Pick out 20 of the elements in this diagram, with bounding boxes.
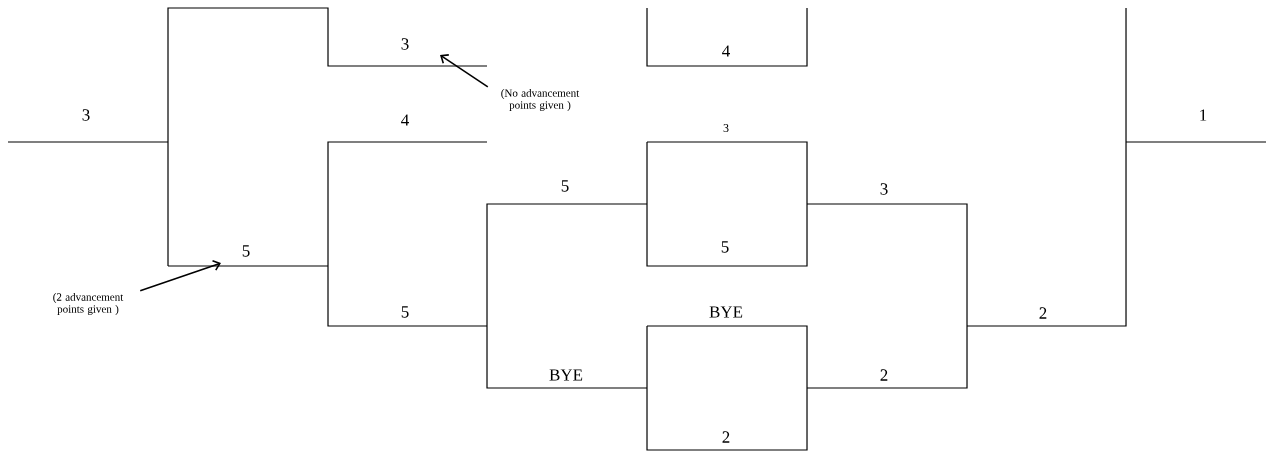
leader-arrow bbox=[139, 259, 221, 292]
score-label: 2 bbox=[722, 431, 730, 443]
score-label: 2 bbox=[1039, 307, 1047, 319]
score-label: 3 bbox=[82, 109, 90, 121]
score-label: 3 bbox=[401, 38, 409, 50]
leader-arrow bbox=[440, 54, 489, 88]
callout-text: (No advancement points given ) bbox=[501, 89, 580, 111]
score-label: 3 bbox=[880, 183, 888, 195]
score-label: 3 bbox=[723, 123, 729, 133]
score-label: 5 bbox=[242, 245, 250, 257]
score-label: 2 bbox=[880, 369, 888, 381]
score-label: 4 bbox=[722, 45, 730, 57]
score-label: 4 bbox=[401, 114, 409, 126]
score-label: 1 bbox=[1200, 109, 1207, 121]
score-label: 5 bbox=[721, 241, 729, 253]
score-label: BYE bbox=[709, 306, 743, 318]
callout-text: (2 advancement points given ) bbox=[53, 293, 124, 315]
score-label: 5 bbox=[401, 306, 409, 318]
score-label: BYE bbox=[549, 369, 583, 381]
score-label: 5 bbox=[561, 180, 569, 192]
